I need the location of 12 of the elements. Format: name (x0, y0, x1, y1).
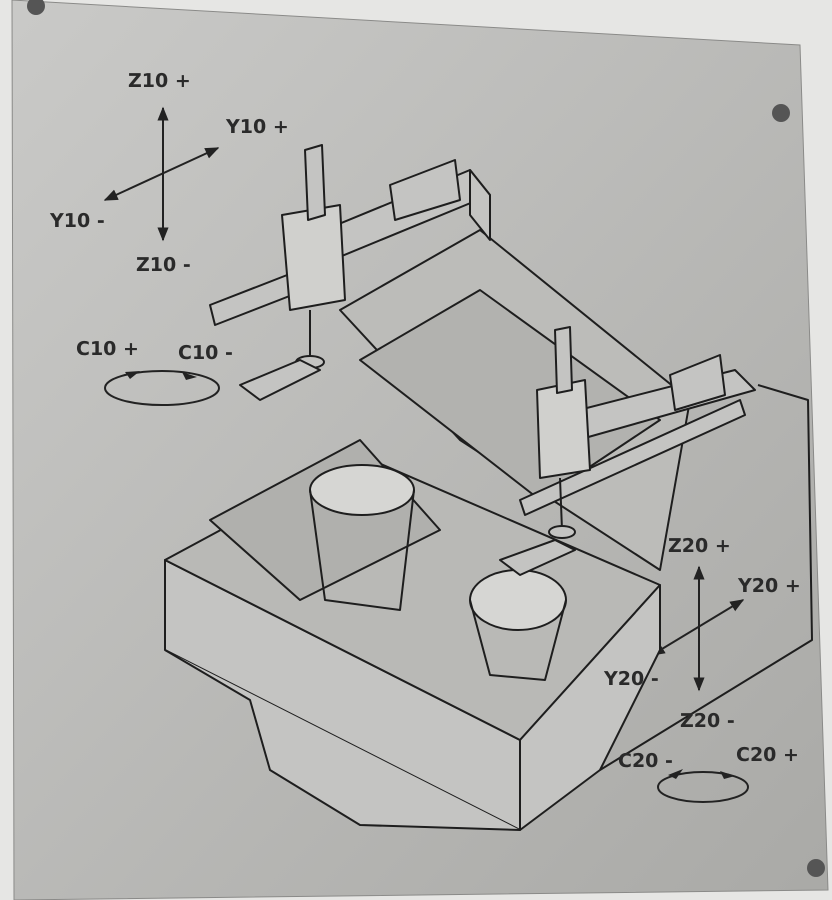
axis-label: Y20 - (604, 668, 659, 690)
axis-label: Y10 + (226, 116, 289, 138)
axis-label: C20 - (618, 750, 673, 772)
axis-label: Z10 - (136, 254, 191, 276)
axis-label: Z20 + (668, 535, 731, 557)
axis-label: Z10 + (128, 70, 191, 92)
axis-label: Z20 - (680, 710, 735, 732)
axis-label: C20 + (736, 744, 799, 766)
axis-label: C10 + (76, 338, 139, 360)
axis-label: C10 - (178, 342, 233, 364)
axis-label: Y10 - (50, 210, 105, 232)
axis-label: Y20 + (738, 575, 801, 597)
